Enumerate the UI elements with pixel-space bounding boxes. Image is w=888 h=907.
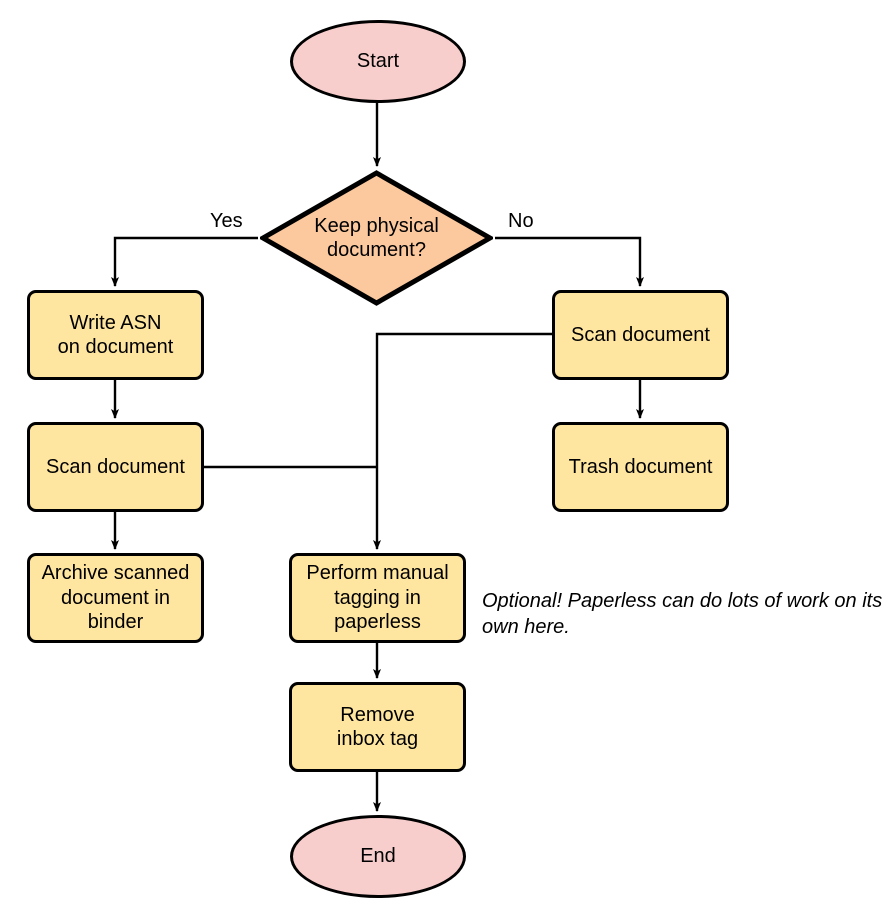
node-remove-inbox-tag[interactable]: Remove inbox tag <box>289 682 466 772</box>
edge-label-no: No <box>508 210 534 232</box>
node-end-label: End <box>360 845 396 868</box>
node-start-label: Start <box>356 50 400 73</box>
node-scan-document-left-label: Scan document <box>46 455 185 478</box>
node-remove-inbox-tag-label: Remove inbox tag <box>336 703 419 750</box>
node-scan-document-left[interactable]: Scan document <box>27 422 204 512</box>
node-write-asn-on-document-label: Write ASN on document <box>57 311 174 358</box>
node-write-asn-on-document[interactable]: Write ASN on document <box>27 290 204 380</box>
node-end[interactable]: End <box>290 815 466 898</box>
edge-scan-right-to-tagging <box>373 332 552 550</box>
node-scan-document-right[interactable]: Scan document <box>552 290 729 380</box>
node-perform-manual-tagging-in-paperless[interactable]: Perform manual tagging in paperless <box>289 553 466 643</box>
edge-decision-no-to-scan-right <box>495 236 644 287</box>
node-scan-document-right-label: Scan document <box>571 323 710 346</box>
node-archive-scanned-document-in-binder[interactable]: Archive scanned document in binder <box>27 553 204 643</box>
node-keep-physical-document-label: Keep physical document? <box>314 214 439 261</box>
edge-label-yes: Yes <box>210 210 243 232</box>
node-keep-physical-document[interactable]: Keep physical document? <box>260 170 493 306</box>
node-perform-manual-tagging-in-paperless-label: Perform manual tagging in paperless <box>306 562 449 634</box>
node-start[interactable]: Start <box>290 20 466 103</box>
node-trash-document[interactable]: Trash document <box>552 422 729 512</box>
decision-diamond-shape <box>260 170 493 306</box>
node-trash-document-label: Trash document <box>568 455 713 478</box>
optional-note: Optional! Paperless can do lots of work … <box>482 590 883 638</box>
edge-decision-yes-to-write-asn <box>111 236 258 287</box>
node-archive-scanned-document-in-binder-label: Archive scanned document in binder <box>41 562 190 634</box>
